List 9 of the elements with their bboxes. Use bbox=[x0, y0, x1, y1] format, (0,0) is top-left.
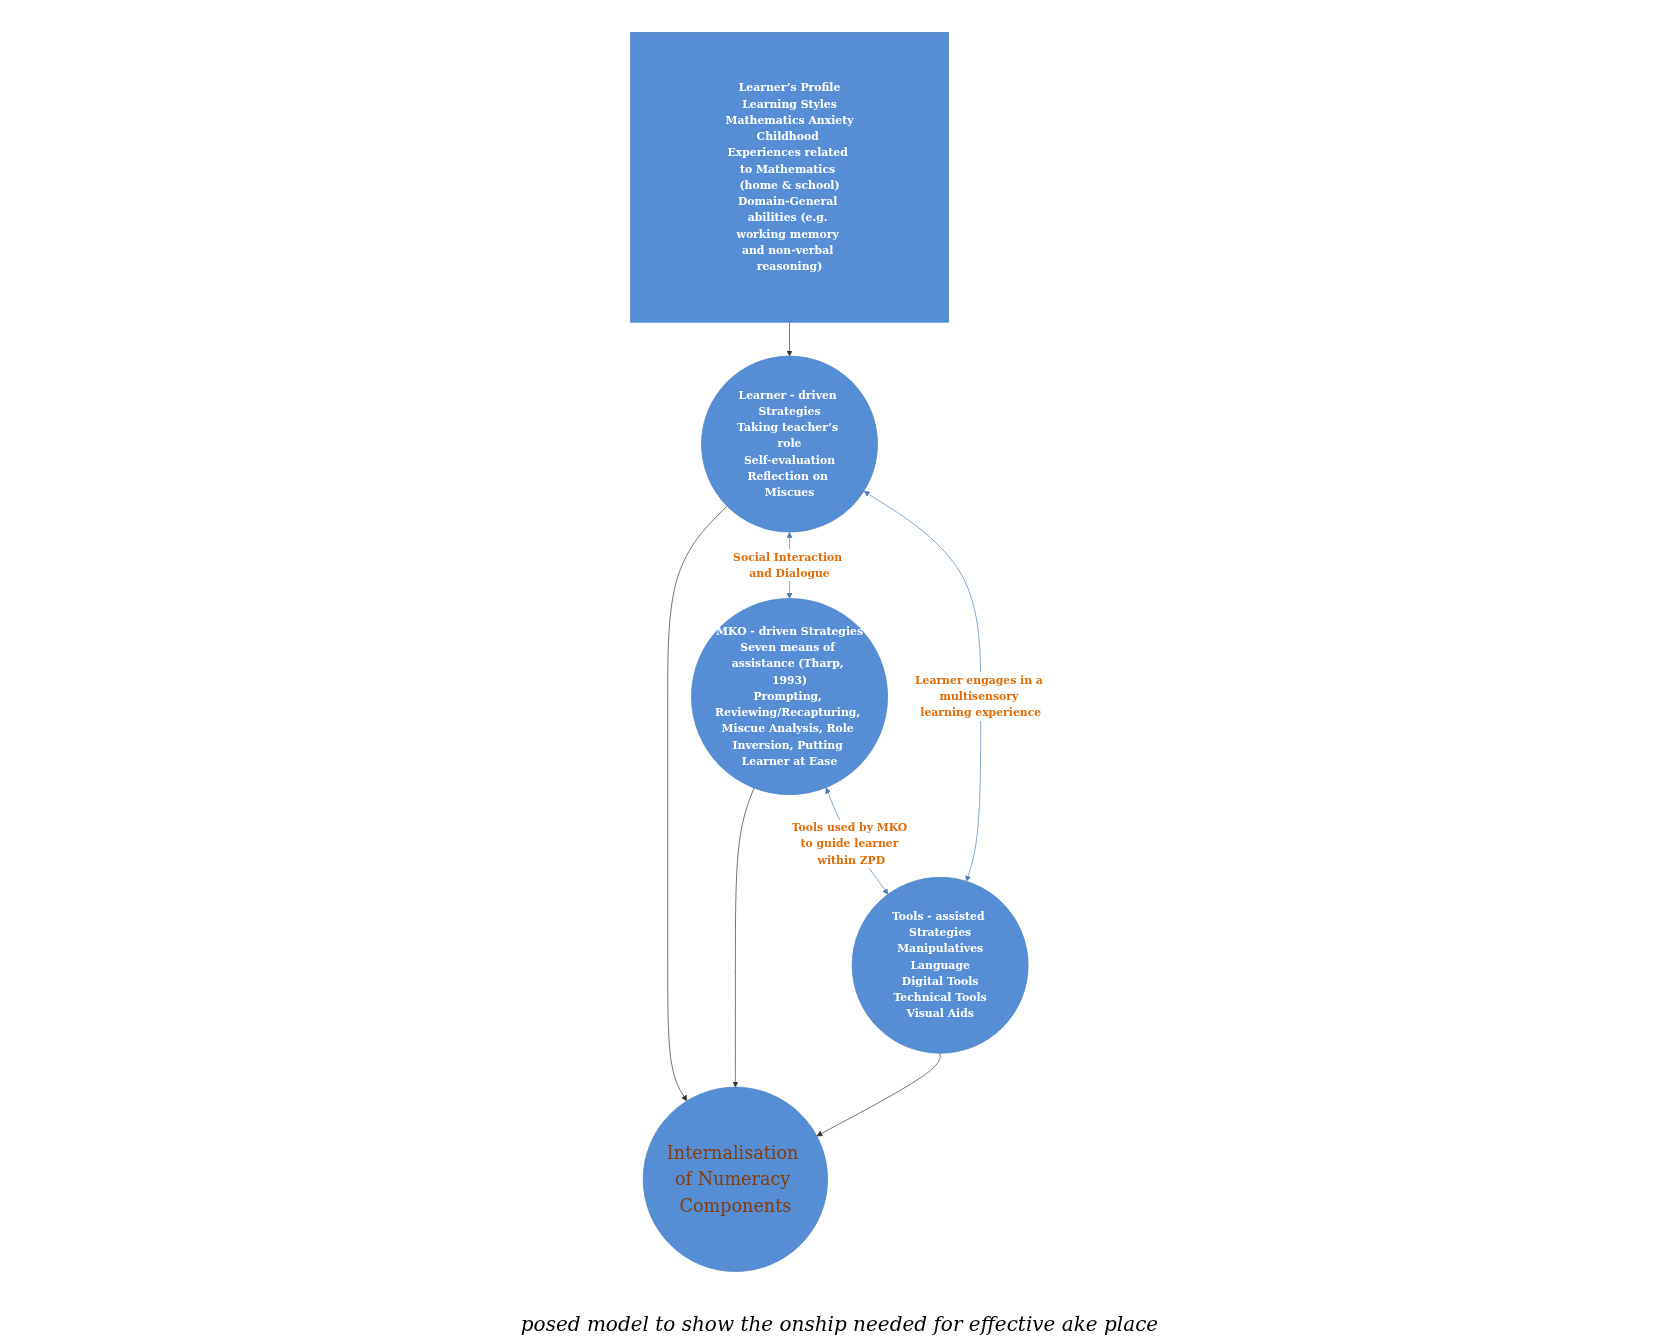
caption: posed model to show the onship needed for effective ake place bbox=[520, 1312, 1159, 1336]
node-box: Learner’s Profile Learning Styles Mathematics Anxiety Childhood Experiences related to Mathematics (home & school) Domain-General abilities (e.g. working memory and non-verbal reasoning) bbox=[630, 32, 950, 323]
node-circle: MKO - driven Strategies Seven means of assistance (Tharp, 1993) Prompting, Reviewing/Recapturing, Miscue Analysis, Role Inversion, Putting Learner at Ease bbox=[691, 598, 889, 795]
node-circle: Tools - assisted Strategies Manipulatives Language Digital Tools Technical Tools Visual Aids bbox=[851, 876, 1029, 1054]
edge-label: Tools used by MKO to guide learner within ZPD bbox=[791, 821, 908, 867]
node-circle: Internalisation of Numeracy Components bbox=[642, 1086, 828, 1272]
edge-label: Learner engages in a multisensory learning experience bbox=[914, 673, 1043, 719]
node-circle: Learner - driven Strategies Taking teacher’s role Self-evaluation Reflection on Miscues bbox=[701, 355, 878, 533]
edge-label: Social Interaction and Dialogue bbox=[733, 550, 843, 580]
